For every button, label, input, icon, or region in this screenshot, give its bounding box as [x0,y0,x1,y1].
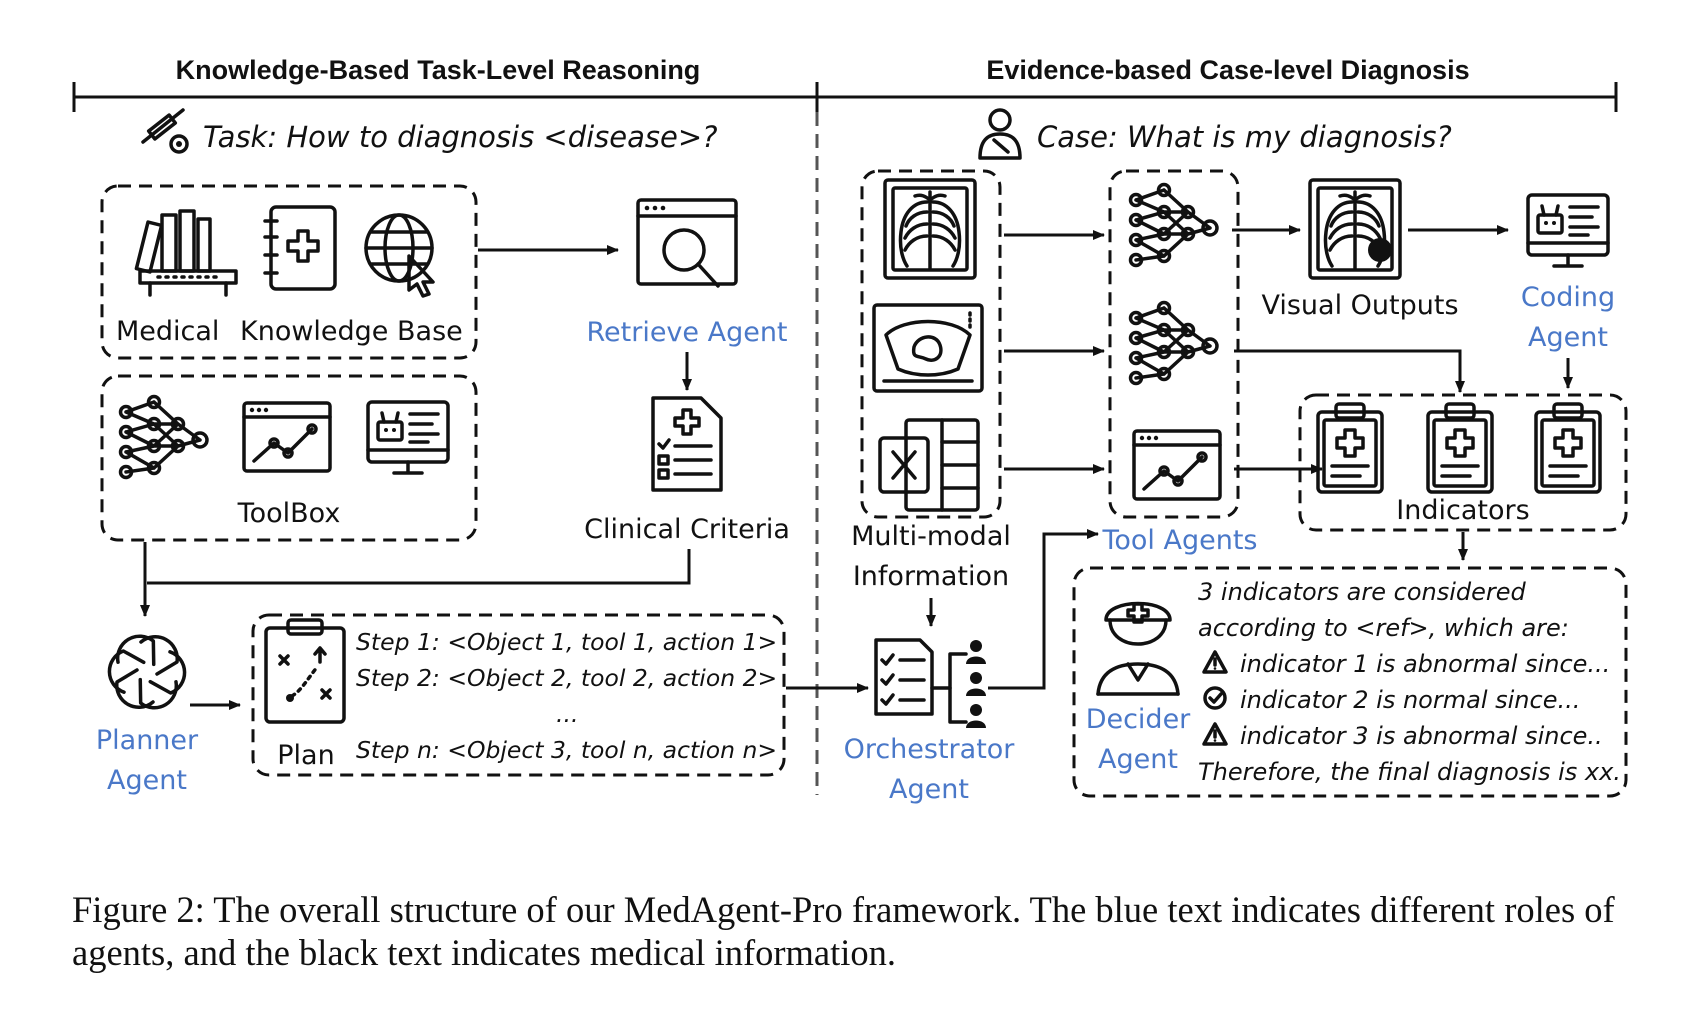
medical-book-icon [263,205,337,291]
neural-network-icon [1128,300,1219,386]
checklist-team-icon [874,638,986,728]
clinical-criteria-label: Clinical Criteria [584,514,790,545]
decision-line-4: indicator 2 is normal since... [1240,686,1580,714]
medical-report-icon [1534,402,1602,494]
robot-monitor-icon [366,400,450,475]
case-question: Case: What is my diagnosis? [1037,120,1452,154]
multimodal-label-line1: Multi-modal [851,521,1011,552]
multimodal-label-line2: Information [853,561,1009,592]
line-chart-window-icon [1132,429,1222,501]
line-chart-window-icon [242,401,332,473]
medical-report-icon [1316,402,1384,494]
arrow-tool-to-indicators [1234,349,1465,393]
toolbox-box [100,374,478,542]
books-icon [134,209,238,297]
neural-network-icon [118,394,209,480]
plan-step-2: Step 2: <Object 2, tool 2, action 2> [356,664,777,692]
plan-label: Plan [277,740,334,771]
strategy-clipboard-icon [264,618,346,724]
syringe-icon [141,108,189,154]
knowledge-base-label: Knowledge Base [240,316,463,347]
neural-network-icon [1128,182,1219,268]
toolbox-label: ToolBox [237,498,341,529]
tool-agents-label: Tool Agents [1101,525,1257,556]
arrow-orchestrator-to-tools [988,529,1099,690]
knowledge-base-box [100,184,478,360]
coding-agent-label-line1: Coding [1521,282,1615,313]
decision-line-2: according to <ref>, which are: [1198,614,1569,642]
check-circle-icon [1203,686,1227,710]
globe-cursor-icon [364,213,435,298]
left-section-header: Knowledge-Based Task-Level Reasoning [176,55,701,85]
decision-line-1: 3 indicators are considered [1198,578,1527,606]
plan-step-n: Step n: <Object 3, tool n, action n> [356,736,777,764]
xray-lesion-icon [1308,178,1402,280]
connector-criteria-to-planner [147,549,691,585]
orchestrator-agent-label-line1: Orchestrator [844,734,1016,765]
plan-box [251,613,786,777]
clipboard-checklist-icon [651,396,723,492]
indicators-box [1298,393,1628,532]
planner-agent-label-line2: Agent [107,765,187,796]
doctor-icon [1096,601,1180,696]
search-window-icon [636,198,738,288]
warning-icon [1202,650,1228,674]
multimodal-box [860,169,1002,519]
planner-agent-label-line1: Planner [96,725,199,756]
retrieve-agent-label: Retrieve Agent [586,317,787,348]
orchestrator-agent-label-line2: Agent [889,774,969,805]
decision-line-5: indicator 3 is abnormal since.. [1240,722,1603,750]
plan-step-ellipsis: ... [556,700,578,728]
patient-icon [978,108,1022,160]
indicators-label: Indicators [1396,495,1529,526]
xray-icon [883,178,977,280]
decider-agent-label-line1: Decider [1086,704,1191,735]
task-question: Task: How to diagnosis <disease>? [203,120,718,154]
tool-agents-box [1108,169,1240,519]
section-headers: Knowledge-Based Task-Level Reasoning Evi… [72,55,1618,795]
right-section-header: Evidence-based Case-level Diagnosis [986,55,1469,85]
openai-logo-icon [107,634,187,710]
figure-caption: Figure 2: The overall structure of our M… [72,889,1615,973]
visual-outputs-label: Visual Outputs [1261,290,1458,321]
decision-line-6: Therefore, the final diagnosis is xx. [1198,758,1621,786]
ultrasound-icon [872,303,984,393]
knowledge-base-label-medical: Medical [116,316,219,347]
medical-report-icon [1426,402,1494,494]
decider-agent-label-line2: Agent [1098,744,1178,775]
robot-monitor-icon [1526,193,1610,268]
coding-agent-label-line2: Agent [1528,322,1608,353]
spreadsheet-icon [878,418,980,512]
decider-box [1072,566,1628,798]
decision-line-3: indicator 1 is abnormal since... [1240,650,1610,678]
plan-step-1: Step 1: <Object 1, tool 1, action 1> [356,628,777,656]
warning-icon [1202,722,1228,746]
